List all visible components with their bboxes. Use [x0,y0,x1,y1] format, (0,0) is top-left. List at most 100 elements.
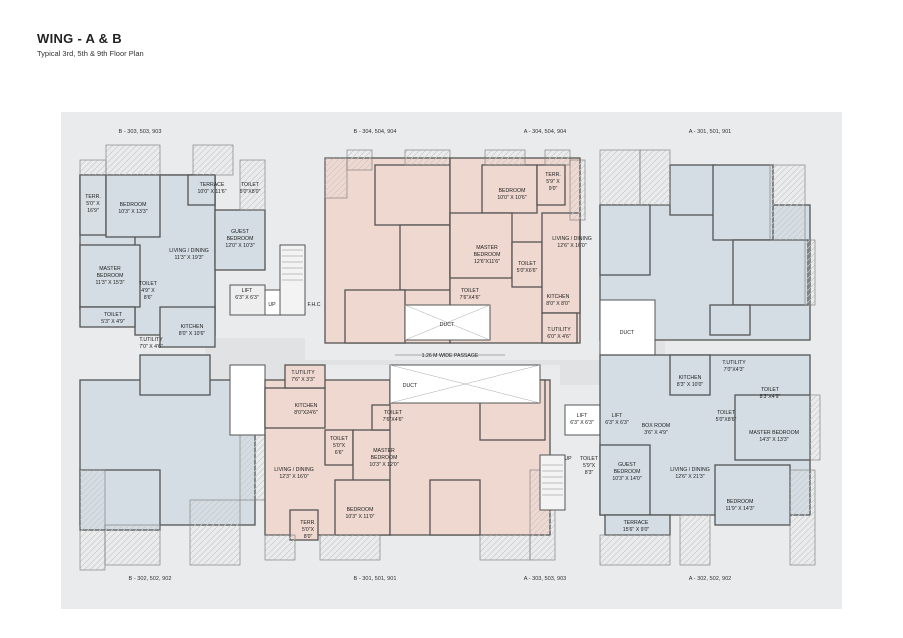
room-terrace1-l1: TERRACE [200,182,225,188]
room-terrace1-l2: 10'0" X 11'6" [198,189,227,195]
room-lift2-l1: LIFT [577,413,588,419]
unit-a304 [449,157,581,344]
room-lift3-l1: LIFT [612,413,623,419]
room-terr2-l1: TERR. [545,172,561,178]
room-toilet10-l2: 5'9"X [583,463,596,469]
room-toilet9-l2: 5'0"X8'6" [716,417,737,423]
unit-label-b302: B - 302, 502, 902 [129,576,172,582]
unit-label-b301: B - 301, 501, 901 [354,576,397,582]
room-bed1-l2: 10'3" X 13'3" [118,209,147,215]
room-up2: UP [564,456,572,462]
room-bed3-l1: BEDROOM [347,507,374,513]
room-terr2-l3: 9'0" [549,186,558,192]
room-toilet4-l1: TOILET [518,261,537,267]
unit-label-a302: A - 302, 502, 902 [689,576,732,582]
room-bed2-l2: 10'0" X 10'6" [497,195,526,201]
room-duct2: DUCT [620,330,635,336]
unit-label-a301: A - 301, 501, 901 [689,129,732,135]
room-toilet3-l2: 5'3" X 4'9" [101,319,125,325]
room-guest1-l3: 12'0" X 10'3" [225,243,254,249]
room-toilet5-l2: 7'6"X4'6" [460,295,481,301]
a304-balconies [484,149,586,221]
room-master3-l3: 10'3" X 12'0" [369,462,398,468]
room-terr1-l3: 16'9" [87,208,99,214]
room-terr2-l2: 5'9" X [546,179,560,185]
stair-right [542,464,563,496]
room-utility2-l2: 6'0" X 4'6" [547,334,571,340]
room-kitchen1-l2: 8'0" X 10'6" [179,331,206,337]
room-utility4-l2: 7'0"X4'3" [724,367,745,373]
room-toilet3-l1: TOILET [104,312,123,318]
room-living2-l2: 12'6" X 16'0" [557,243,586,249]
room-toilet7-l2: 5'0"X [333,443,346,449]
room-guest1-l1: GUEST [231,229,250,235]
room-guest1-l2: BEDROOM [227,236,254,242]
room-terr1-l1: TERR. [85,194,101,200]
room-kitchen1-l1: KITCHEN [181,324,204,330]
corridor [205,338,665,385]
room-toilet10-l3: 8'3" [585,470,594,476]
room-master4-l1: MASTER BEDROOM [749,430,799,436]
a302-balconies [599,394,821,566]
room-lift1-l1: LIFT [242,288,253,294]
room-utility4-l1: T.UTILITY [722,360,746,366]
room-master4-l2: 14'3" X 13'3" [759,437,788,443]
room-boxroom-l2: 3'6" X 4'9" [644,430,668,436]
room-guest2-l1: GUEST [618,462,637,468]
a301-balconies [599,149,816,306]
room-lift2-l2: 6'3" X 6'3" [570,420,594,426]
room-terr3-l3: 8'0" [304,534,313,540]
plan-subtitle: Typical 3rd, 5th & 9th Floor Plan [37,49,144,58]
room-kitchen3-l2: 8'0"X24'6" [294,410,318,416]
passage-label: 1.26 M WIDE PASSAGE [422,353,479,359]
room-terr1-l2: 5'0" X [86,201,100,207]
room-bed1-l1: BEDROOM [120,202,147,208]
room-toilet4-l2: 5'0"X6'6" [517,268,538,274]
room-toilet8-l2: 8'3"X4'9" [760,394,781,400]
room-toilet7-l3: 6'6" [335,450,344,456]
plan-title: WING - A & B [37,31,122,46]
room-bed2-l1: BEDROOM [499,188,526,194]
room-duct1: DUCT [440,322,455,328]
room-bed4-l1: BEDROOM [727,499,754,505]
room-utility3-l2: 7'6" X 3'3" [291,377,315,383]
room-utility1-l1: T.UTILITY [139,337,163,343]
room-terr3-l2: 5'0"X [302,527,315,533]
room-master2-l2: BEDROOM [474,252,501,258]
room-kitchen2-l2: 8'0" X 8'0" [546,301,570,307]
room-fhc: F.H.C [308,302,321,308]
room-kitchen2-l1: KITCHEN [547,294,570,300]
duct-right [599,299,656,366]
room-living4-l1: LIVING / DINING [670,467,710,473]
b301-balconies [264,534,381,561]
room-utility3-l1: T.UTILITY [291,370,315,376]
room-lift3-l2: 6'3" X 6'3" [605,420,629,426]
room-living2-l1: LIVING / DINING [552,236,592,242]
room-labels: TERR. 5'0" X 16'9" BEDROOM 10'3" X 13'3"… [85,172,799,540]
room-toilet1-l1: TOILET [241,182,260,188]
unit-label-b303: B - 303, 503, 903 [119,129,162,135]
room-toilet2-l2: 4'9" X [141,288,155,294]
room-utility2-l1: T.UTILITY [547,327,571,333]
room-toilet8-l1: TOILET [761,387,780,393]
room-bed3-l2: 10'3" X 11'0" [346,514,375,520]
room-toilet6-l2: 7'6"X4'6" [383,417,404,423]
unit-b301 [264,364,413,541]
room-toilet10-l1: TOILET [580,456,599,462]
room-toilet9-l1: TOILET [717,410,736,416]
room-living3-l1: LIVING / DINING [274,467,314,473]
room-toilet1-l2: 5'0"X8'0" [240,189,261,195]
unit-a302 [599,354,811,536]
room-master3-l1: MASTER [373,448,395,454]
duct-left-bottom [229,364,266,436]
room-guest2-l2: BEDROOM [614,469,641,475]
unit-label-a303: A - 303, 503, 903 [524,576,567,582]
room-duct3: DUCT [403,383,418,389]
room-master2-l3: 12'6"X11'6" [474,259,500,265]
room-kitchen4-l2: 8'3" X 10'0" [677,382,704,388]
room-lift1-l2: 6'3" X 6'3" [235,295,259,301]
room-up1: UP [268,302,276,308]
room-guest2-l3: 10'3" X 14'0" [612,476,641,482]
room-terrace2-l1: TERRACE [624,520,649,526]
